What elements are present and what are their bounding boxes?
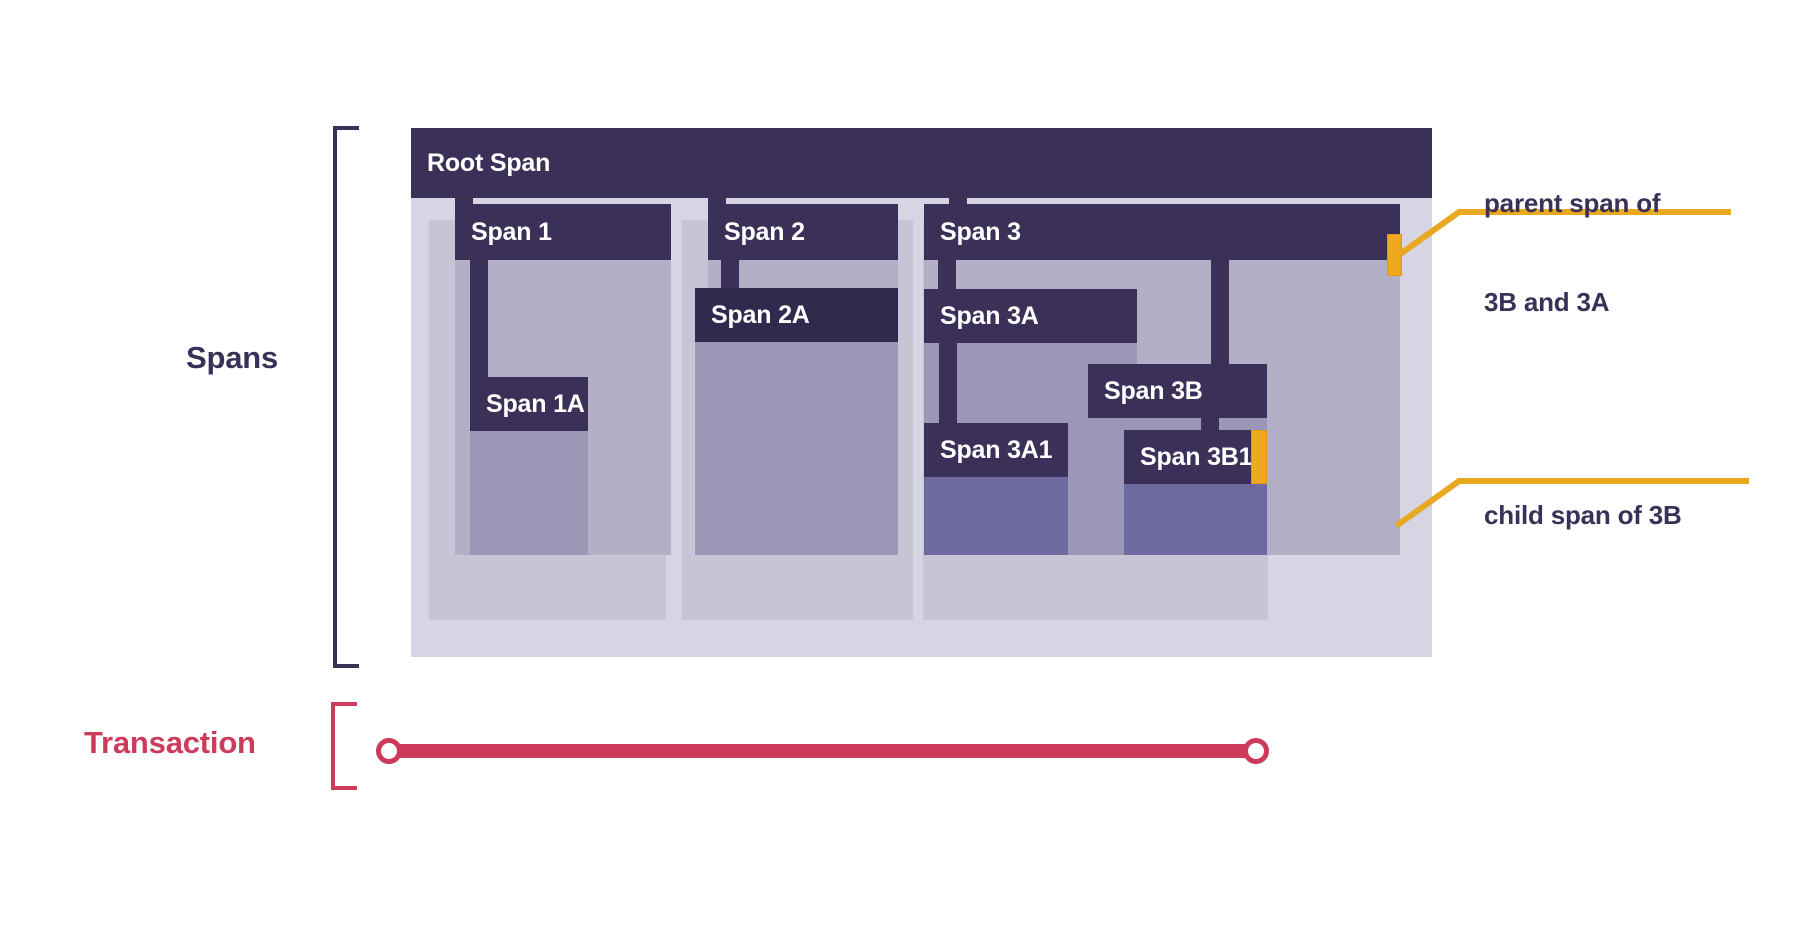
span-label-span3b: Span 3B bbox=[1104, 376, 1203, 405]
span-label-span1: Span 1 bbox=[471, 217, 552, 246]
callout-child-line1: child span of 3B bbox=[1484, 499, 1682, 530]
transaction-bracket bbox=[331, 702, 357, 790]
orange-highlight-bar-span3[interactable] bbox=[1387, 234, 1402, 276]
callout-parent-line1: parent span of bbox=[1484, 187, 1661, 218]
span-bar-span3[interactable]: Span 3 bbox=[924, 204, 1400, 260]
span-bar-span2a[interactable]: Span 2A bbox=[695, 288, 898, 342]
transaction-end-dot[interactable] bbox=[1243, 738, 1269, 764]
lane-span3a1-body bbox=[924, 477, 1068, 555]
span-label-root: Root Span bbox=[427, 148, 551, 177]
callout-parent-line2: 3B and 3A bbox=[1484, 287, 1610, 318]
lane-span3b1-body bbox=[1124, 484, 1267, 555]
span-bar-span2[interactable]: Span 2 bbox=[708, 204, 898, 260]
span-label-span3: Span 3 bbox=[940, 217, 1021, 246]
spans-container: Root Span Span 1 Span 1A Span 2 Span 2A … bbox=[411, 128, 1432, 657]
span-label-span3b1: Span 3B1 bbox=[1140, 442, 1253, 471]
span-label-span3a1: Span 3A1 bbox=[940, 435, 1053, 464]
span-bar-span3b[interactable]: Span 3B bbox=[1088, 364, 1267, 418]
transaction-axis-label: Transaction bbox=[84, 725, 256, 760]
spans-bracket bbox=[333, 126, 359, 668]
stem-span3a-to-span3a1 bbox=[939, 343, 957, 448]
stem-span1-to-span1a bbox=[470, 260, 488, 407]
span-bar-span1a[interactable]: Span 1A bbox=[470, 377, 588, 431]
spans-axis-label: Spans bbox=[186, 340, 279, 375]
span-label-span2a: Span 2A bbox=[711, 300, 810, 329]
span-label-span2: Span 2 bbox=[724, 217, 805, 246]
callout-parent-span: parent span of 3B and 3A bbox=[1484, 120, 1661, 386]
transaction-timeline-bar bbox=[383, 744, 1255, 758]
span-label-span1a: Span 1A bbox=[486, 389, 585, 418]
span-bar-span3a1[interactable]: Span 3A1 bbox=[924, 423, 1068, 477]
orange-highlight-bar-span3b1[interactable] bbox=[1251, 430, 1267, 484]
callout-child-span: child span of 3B bbox=[1484, 432, 1682, 598]
lane-span2a-body bbox=[695, 342, 898, 555]
lane-span1a-body bbox=[470, 431, 588, 555]
span-bar-span3b1[interactable]: Span 3B1 bbox=[1124, 430, 1267, 484]
span-bar-span1[interactable]: Span 1 bbox=[455, 204, 671, 260]
transaction-start-dot[interactable] bbox=[376, 738, 402, 764]
span-label-span3a: Span 3A bbox=[940, 301, 1039, 330]
span-bar-root[interactable]: Root Span bbox=[411, 128, 1432, 198]
stem-span3-to-span3b bbox=[1211, 260, 1229, 385]
span-bar-span3a[interactable]: Span 3A bbox=[924, 289, 1137, 343]
